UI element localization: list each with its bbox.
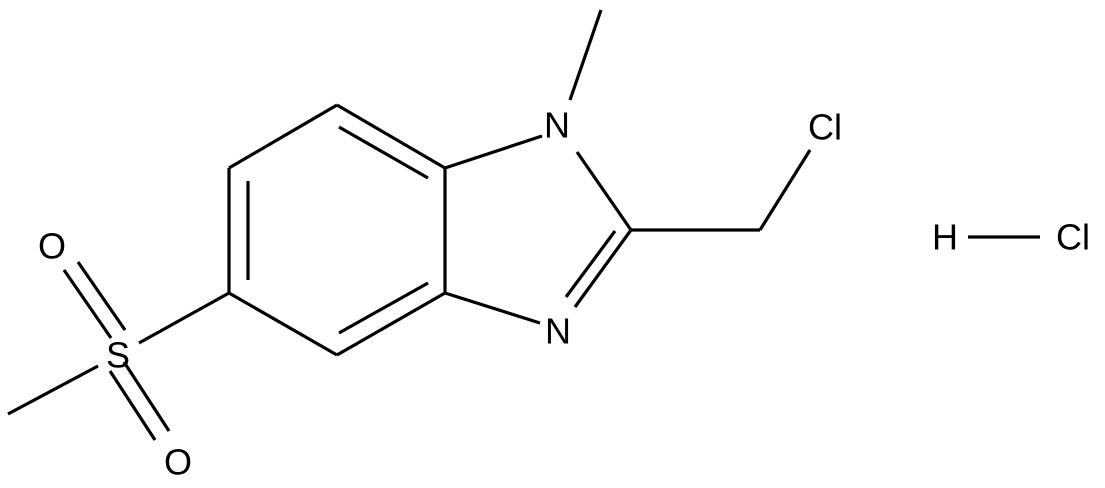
- bond-c7-c7a-inner: [338, 125, 429, 180]
- atom-n3-label: N: [545, 311, 571, 352]
- bond-s-methyl: [7, 364, 99, 416]
- bond-c2-n3: [573, 229, 633, 308]
- bond-ch2-cl: [758, 149, 812, 231]
- bond-c5-s: [138, 291, 230, 345]
- atom-salt-h-label: H: [932, 217, 958, 258]
- bond-s-o-bottom-b: [122, 361, 171, 432]
- atom-n1-label: N: [544, 105, 570, 146]
- bond-s-o-bottom-a: [108, 370, 157, 441]
- bond-c4-c5: [228, 291, 338, 357]
- atom-o-bottom-label: O: [164, 442, 192, 483]
- bond-c3a-c4-inner: [338, 281, 429, 335]
- atom-o-top-label: O: [38, 226, 66, 267]
- bond-n3-c3a: [444, 291, 541, 325]
- bond-c3a-c4: [336, 291, 446, 357]
- bond-c7a-n1: [444, 134, 543, 170]
- bond-s-o-top-b: [76, 261, 127, 331]
- bond-c2-n3-inner: [564, 230, 617, 298]
- bond-n1-methyl: [568, 9, 603, 101]
- atom-s-label: S: [106, 335, 130, 376]
- bond-n1-c2: [575, 151, 633, 231]
- bond-s-o-top-a: [62, 269, 113, 339]
- bond-c6-c7: [228, 103, 338, 170]
- bond-c7-c7a: [336, 103, 446, 170]
- atom-cl-chloromethyl-label: Cl: [808, 107, 842, 148]
- atom-salt-cl-label: Cl: [1056, 217, 1090, 258]
